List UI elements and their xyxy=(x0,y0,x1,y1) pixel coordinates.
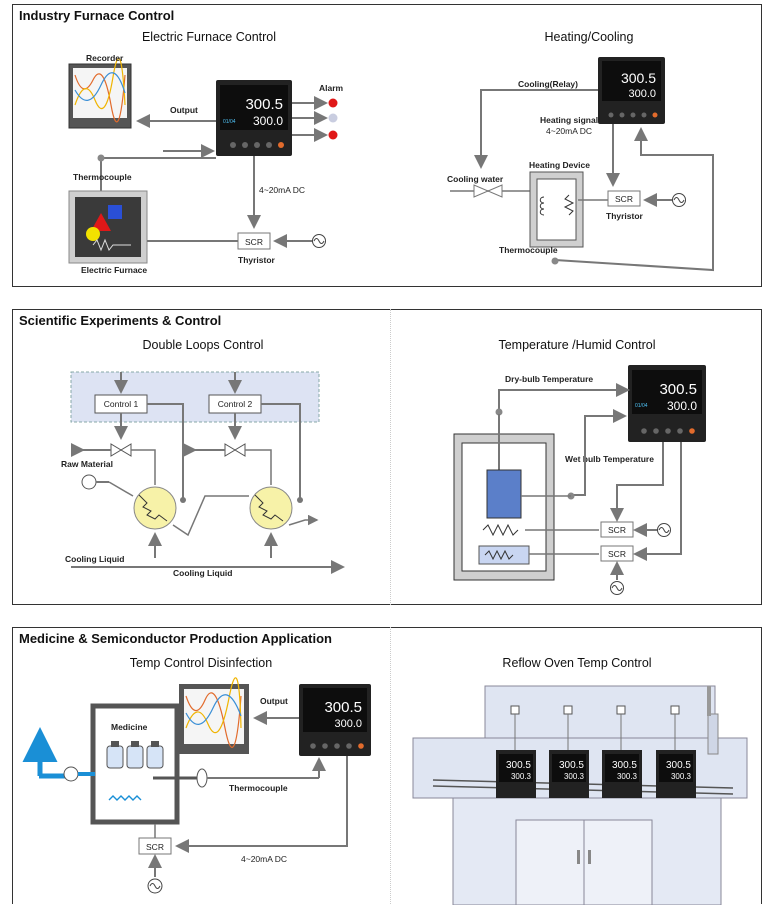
alarm-lamp-off-icon xyxy=(328,113,338,123)
output-label: Output xyxy=(170,105,198,115)
section-title: Medicine & Semiconductor Production Appl… xyxy=(19,631,332,646)
medicine-label: Medicine xyxy=(111,722,148,732)
cooling-relay-label: Cooling(Relay) xyxy=(518,79,578,89)
furnace-diagram: Recorder 300.5 300.0 01/04 Output Alarm … xyxy=(68,53,714,275)
thermocouple-label: Thermocouple xyxy=(229,783,288,793)
svg-text:300.5: 300.5 xyxy=(659,381,697,398)
svg-text:300.3: 300.3 xyxy=(564,772,585,781)
controller-device-right: 300.5 300.0 xyxy=(598,57,665,124)
svg-text:300.5: 300.5 xyxy=(621,70,656,86)
subtitle-right: Heating/Cooling xyxy=(544,30,634,44)
alarm-label: Alarm xyxy=(319,83,344,93)
raw-material-label: Raw Material xyxy=(61,459,113,469)
recorder-device xyxy=(179,677,249,754)
cooling-liquid-label-1: Cooling Liquid xyxy=(65,554,124,564)
recorder-device xyxy=(68,57,132,129)
panel-industry-furnace: Industry Furnace Control Electric Furnac… xyxy=(12,4,762,287)
heating-device-label: Heating Device xyxy=(529,160,590,170)
svg-text:SCR: SCR xyxy=(608,549,626,559)
subtitle-left: Electric Furnace Control xyxy=(141,30,277,44)
svg-text:300.3: 300.3 xyxy=(511,772,532,781)
svg-text:300.0: 300.0 xyxy=(667,399,697,413)
controller-device: 300.5 300.0 01/04 xyxy=(216,80,292,156)
section-title: Industry Furnace Control xyxy=(19,8,175,23)
dry-bulb-label: Dry-bulb Temperature xyxy=(505,374,593,384)
heating-signal-value: 4~20mA DC xyxy=(546,126,592,136)
control2-label: Control 2 xyxy=(218,399,253,409)
svg-text:300.5: 300.5 xyxy=(612,760,637,771)
divider xyxy=(390,627,391,904)
oven-controller-3: 300.5 300.3 xyxy=(602,714,642,798)
svg-text:300.5: 300.5 xyxy=(324,699,362,716)
thermocouple-sensor xyxy=(196,768,208,788)
output-label: Output xyxy=(260,696,288,706)
svg-text:300.5: 300.5 xyxy=(666,760,691,771)
subtitle-left: Temp Control Disinfection xyxy=(129,656,273,670)
svg-text:300.3: 300.3 xyxy=(617,772,638,781)
svg-text:SCR: SCR xyxy=(615,194,633,204)
oven-controller-1: 300.5 300.3 xyxy=(496,714,536,798)
controller-device-medicine: 300.5 300.0 xyxy=(299,684,371,756)
svg-text:300.5: 300.5 xyxy=(506,760,531,771)
furnace-label: Electric Furnace xyxy=(81,265,147,275)
signal-label: 4~20mA DC xyxy=(259,185,305,195)
panel-scientific: Scientific Experiments & Control Double … xyxy=(12,309,762,605)
alarm-lamp-red-icon xyxy=(328,98,338,108)
controller-device-humid: 300.5 300.0 01/04 xyxy=(628,365,706,442)
thyristor-label: Thyristor xyxy=(238,255,276,265)
heating-signal-label: Heating signal xyxy=(540,115,598,125)
alarm-lamp-red-icon xyxy=(328,130,338,140)
thermocouple-label-right: Thermocouple xyxy=(499,245,558,255)
svg-text:300.3: 300.3 xyxy=(671,772,692,781)
heat-exchanger-2 xyxy=(249,486,293,530)
subtitle-left: Double Loops Control xyxy=(142,338,264,352)
control1-label: Control 1 xyxy=(104,399,139,409)
section-title: Scientific Experiments & Control xyxy=(19,313,222,328)
svg-text:01/04: 01/04 xyxy=(635,403,648,409)
cooling-liquid-label-2: Cooling Liquid xyxy=(173,568,232,578)
signal-label: 4~20mA DC xyxy=(241,854,287,864)
thermocouple-label: Thermocouple xyxy=(73,172,132,182)
sv-display: 300.0 xyxy=(253,114,283,128)
svg-text:300.0: 300.0 xyxy=(334,718,362,730)
svg-text:300.5: 300.5 xyxy=(559,760,584,771)
heat-exchanger-1 xyxy=(133,486,177,530)
electric-furnace xyxy=(68,190,148,264)
scr-label: SCR xyxy=(245,237,263,247)
svg-text:SCR: SCR xyxy=(608,525,626,535)
medicine-bottles xyxy=(106,741,164,769)
pump-icon xyxy=(63,766,79,782)
oven-controller-4: 300.5 300.3 xyxy=(656,714,696,798)
divider xyxy=(390,309,391,605)
subtitle-right: Reflow Oven Temp Control xyxy=(502,656,652,670)
pv-display: 300.5 xyxy=(245,96,283,113)
pump-icon xyxy=(81,474,97,490)
cooling-water-label: Cooling water xyxy=(447,174,504,184)
oven-controller-2: 300.5 300.3 xyxy=(549,714,589,798)
humidifier-tray xyxy=(478,545,530,565)
recorder-label: Recorder xyxy=(86,53,124,63)
wet-bulb-label: Wet bulb Temperature xyxy=(565,454,654,464)
panel-medicine: Medicine & Semiconductor Production Appl… xyxy=(12,627,762,905)
medicine-diagram: 300.5 300.0 Output Medicine Thermocouple… xyxy=(22,677,748,905)
scientific-diagram: Control 1 Control 2 Raw Material Cooling… xyxy=(61,365,706,595)
scr-box-right xyxy=(607,190,641,207)
subtitle-right: Temperature /Humid Control xyxy=(498,338,656,352)
svg-text:SCR: SCR xyxy=(146,842,164,852)
wet-bulb-reservoir xyxy=(486,469,522,519)
svg-text:300.0: 300.0 xyxy=(628,88,656,100)
thyristor-label-right: Thyristor xyxy=(606,211,644,221)
small-display: 01/04 xyxy=(223,119,236,125)
